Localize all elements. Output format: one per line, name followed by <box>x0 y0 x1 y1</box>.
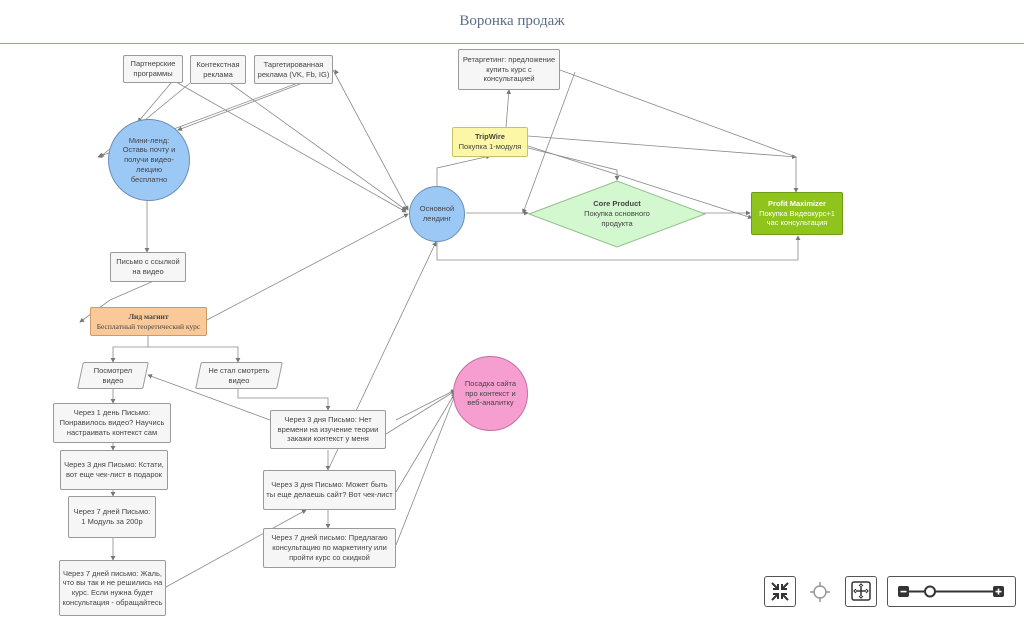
edge-notime-landing <box>385 390 456 435</box>
node-core-product[interactable]: Core Product Покупка основного продукта <box>570 188 664 240</box>
zoom-knob[interactable] <box>924 585 936 598</box>
edge-lead-notwatched <box>148 346 241 363</box>
node-day1-letter[interactable]: Через 1 день Письмо: Понравилось видео? … <box>53 403 171 443</box>
edge-target-main <box>332 69 409 211</box>
edge-retarget-profit <box>559 69 799 193</box>
fit-view-icon <box>851 581 871 601</box>
edge-main-profit-bottom <box>436 235 801 261</box>
page-title: Воронка продаж <box>459 13 565 29</box>
title-divider <box>0 43 1024 44</box>
edge-notime-watched <box>147 374 271 421</box>
edge-consult-landing <box>395 394 456 546</box>
node-landing-site[interactable]: Посадка сайта про контекст и веб-аналитк… <box>453 356 528 431</box>
node-day3-no-time[interactable]: Через 3 дня Письмо: Нет времени на изуче… <box>270 410 386 449</box>
watched-label: Посмотрел видео <box>93 365 133 385</box>
lead-title: Лид магнит <box>128 311 169 321</box>
node-day3-site[interactable]: Через 3 дня Письмо: Может быть ты еще де… <box>263 470 396 510</box>
edge-lead-main <box>204 213 409 322</box>
node-retargeting[interactable]: Ретаргетинг: предложение купить курс с к… <box>458 49 560 90</box>
not-watched-label: Не стал смотреть видео <box>208 365 270 385</box>
shrink-icon <box>771 582 789 601</box>
edge-notwatched-notime <box>237 389 331 411</box>
edge-site-landing <box>395 392 456 493</box>
node-mini-landing[interactable]: Мини-ленд: Оставь почту и получи видео-л… <box>108 119 190 201</box>
node-day7-module[interactable]: Через 7 дней Письмо: 1 Модуль за 200р <box>68 496 156 538</box>
edge-stub <box>334 69 339 75</box>
zoom-control[interactable] <box>887 576 1016 607</box>
node-not-watched-video[interactable]: Не стал смотреть видео <box>195 362 283 389</box>
edge-day-landing <box>395 389 456 421</box>
edge-context-main <box>230 83 407 211</box>
lead-subtitle: Бесплатный теоретический курс <box>96 321 201 331</box>
node-day3-checklist[interactable]: Через 3 дня Письмо: Кстати, вот еще чек-… <box>60 450 168 490</box>
edge-sorry-site <box>165 509 307 588</box>
edge-lead-watched <box>110 336 149 363</box>
center-button[interactable] <box>808 580 832 604</box>
fit-view-button[interactable] <box>845 576 877 607</box>
node-tripwire[interactable]: TripWire Покупка 1-модуля <box>452 127 528 157</box>
crosshair-icon <box>810 582 830 602</box>
node-target-ads[interactable]: Таргетированная реклама (VK, Fb, IG) <box>254 55 333 84</box>
edge-tripwire-profit2 <box>527 145 753 220</box>
node-letter-link[interactable]: Письмо с ссылкой на видео <box>110 252 186 282</box>
profit-subtitle: Покупка Видеокурс+1 час консультация <box>759 208 835 228</box>
node-day7-sorry[interactable]: Через 7 дней письмо: Жаль, что вы так и … <box>59 560 166 616</box>
node-profit-maximizer[interactable]: Profit Maximizer Покупка Видеокурс+1 час… <box>751 192 843 235</box>
core-subtitle: Покупка основного продукта <box>584 209 650 228</box>
node-watched-video[interactable]: Посмотрел видео <box>77 362 149 389</box>
node-context-ads[interactable]: Контекстная реклама <box>190 55 246 84</box>
node-partner-programs[interactable]: Партнерские программы <box>123 55 183 83</box>
node-main-landing[interactable]: Основной лендинг <box>409 186 465 242</box>
shrink-button[interactable] <box>764 576 796 607</box>
tripwire-title: TripWire <box>475 132 505 142</box>
node-lead-magnet[interactable]: Лид магнит Бесплатный теоретический курс <box>90 307 207 336</box>
edge-tripwire-profit <box>527 135 797 160</box>
core-title: Core Product <box>593 199 641 209</box>
profit-title: Profit Maximizer <box>768 198 826 208</box>
zoom-slider[interactable] <box>888 577 1015 606</box>
node-core-product-shape[interactable] <box>528 180 706 248</box>
tripwire-subtitle: Покупка 1-модуля <box>458 142 522 151</box>
edge-main-tripwire <box>436 154 491 186</box>
edge-retarget-core <box>522 71 576 214</box>
node-day7-consult[interactable]: Через 7 дней письмо: Предлагаю консульта… <box>263 528 396 568</box>
edge-partner-main <box>175 81 407 213</box>
edge-tripwire-retarget <box>505 89 512 128</box>
edge-target-mini <box>177 83 301 131</box>
